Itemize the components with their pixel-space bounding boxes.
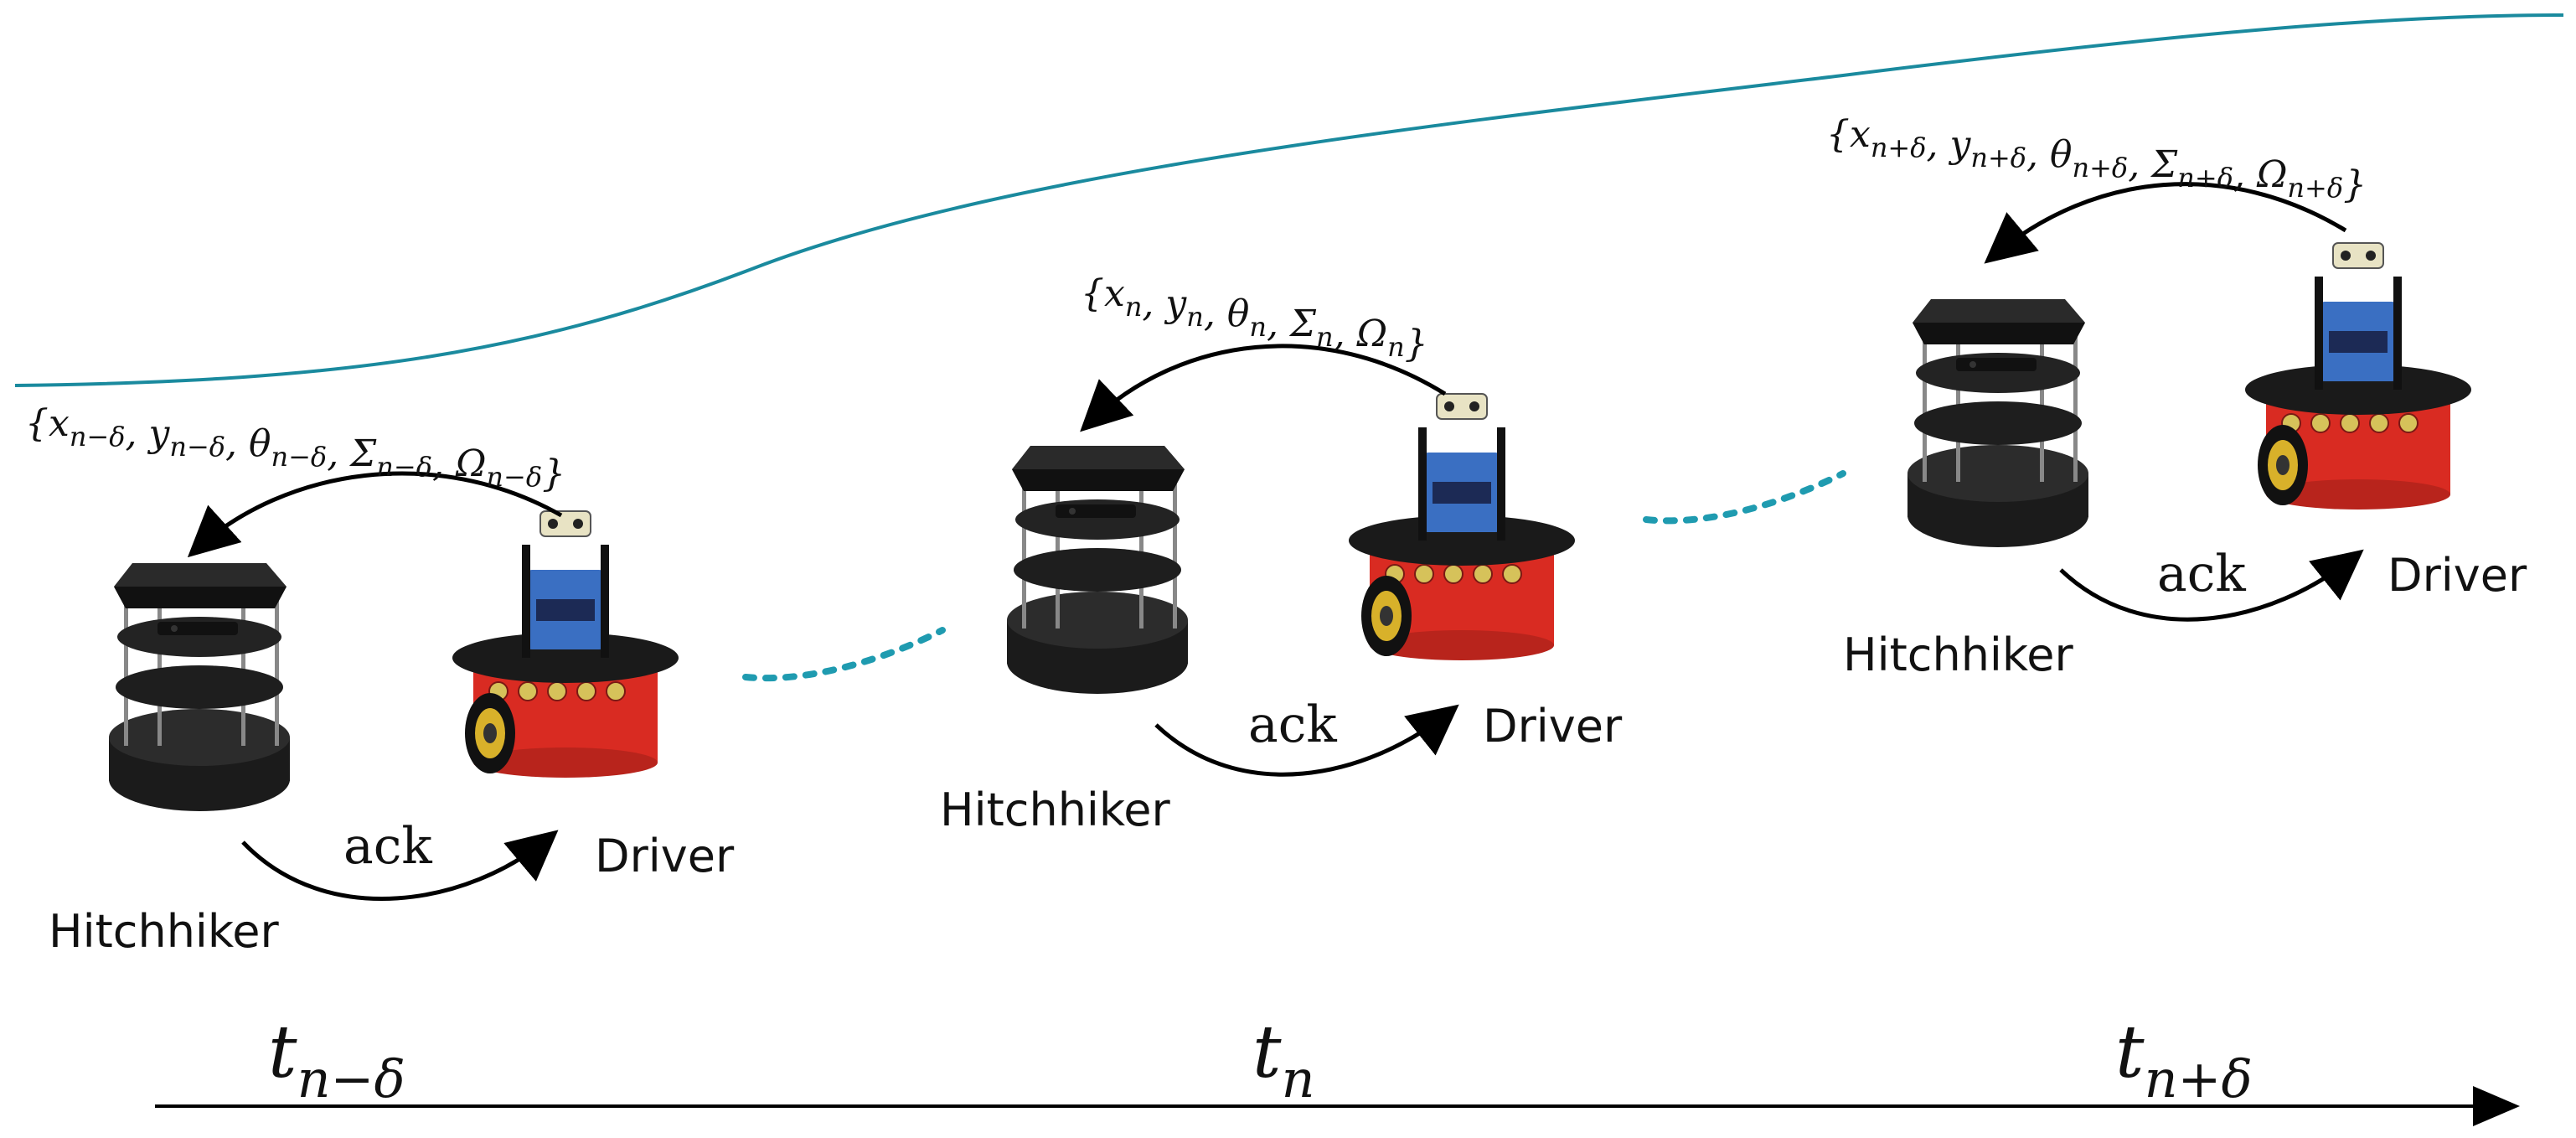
dotted-connector-1 bbox=[742, 627, 946, 682]
state-transfer-arrow bbox=[1984, 182, 2347, 264]
ack-label: ack bbox=[2157, 545, 2246, 603]
stage-3: {xn+δ, yn+δ, θn+δ, Σn+δ, Ωn+δ} ackHitchhi… bbox=[1826, 113, 2527, 681]
driver-label: Driver bbox=[595, 830, 735, 882]
driver-robot-icon bbox=[2245, 242, 2471, 510]
state-transfer-arrow bbox=[187, 471, 563, 558]
ack-label: ack bbox=[1248, 696, 1337, 754]
state-transfer-arrow bbox=[1080, 344, 1447, 432]
state-vector-label: {xn, yn, θn, Σn, Ωn} bbox=[1081, 272, 1428, 365]
driver-label: Driver bbox=[2388, 549, 2527, 602]
driver-robot-icon bbox=[1349, 393, 1575, 660]
state-vector-label: {xn+δ, yn+δ, θn+δ, Σn+δ, Ωn+δ} bbox=[1826, 113, 2367, 206]
trajectory-curve bbox=[14, 13, 2564, 387]
ack-arrow bbox=[241, 830, 559, 901]
hitchhiker-label: Hitchhiker bbox=[1843, 628, 2073, 681]
hitchhiker-label: Hitchhiker bbox=[940, 784, 1170, 836]
driver-label: Driver bbox=[1483, 700, 1623, 753]
ack-arrow bbox=[2059, 549, 2364, 622]
dotted-connector-2 bbox=[1643, 470, 1846, 525]
time-label-1: tn−δ bbox=[268, 1011, 405, 1110]
driver-robot-icon bbox=[452, 510, 679, 778]
time-label-2: tn bbox=[1252, 1011, 1315, 1110]
hitchhiker-robot-icon bbox=[1907, 299, 2088, 547]
stage-1: {xn−δ, yn−δ, θn−δ, Σn−δ, Ωn−δ} ackHitchhi… bbox=[25, 402, 735, 958]
state-vector-label: {xn−δ, yn−δ, θn−δ, Σn−δ, Ωn−δ} bbox=[25, 402, 565, 495]
ack-label: ack bbox=[343, 817, 432, 876]
ack-arrow bbox=[1154, 704, 1459, 777]
hitchhiker-robot-icon bbox=[1007, 446, 1188, 694]
time-label-3: tn+δ bbox=[2115, 1011, 2253, 1110]
hitchhiker-label: Hitchhiker bbox=[49, 905, 279, 958]
hitchhiker-robot-icon bbox=[109, 563, 290, 811]
